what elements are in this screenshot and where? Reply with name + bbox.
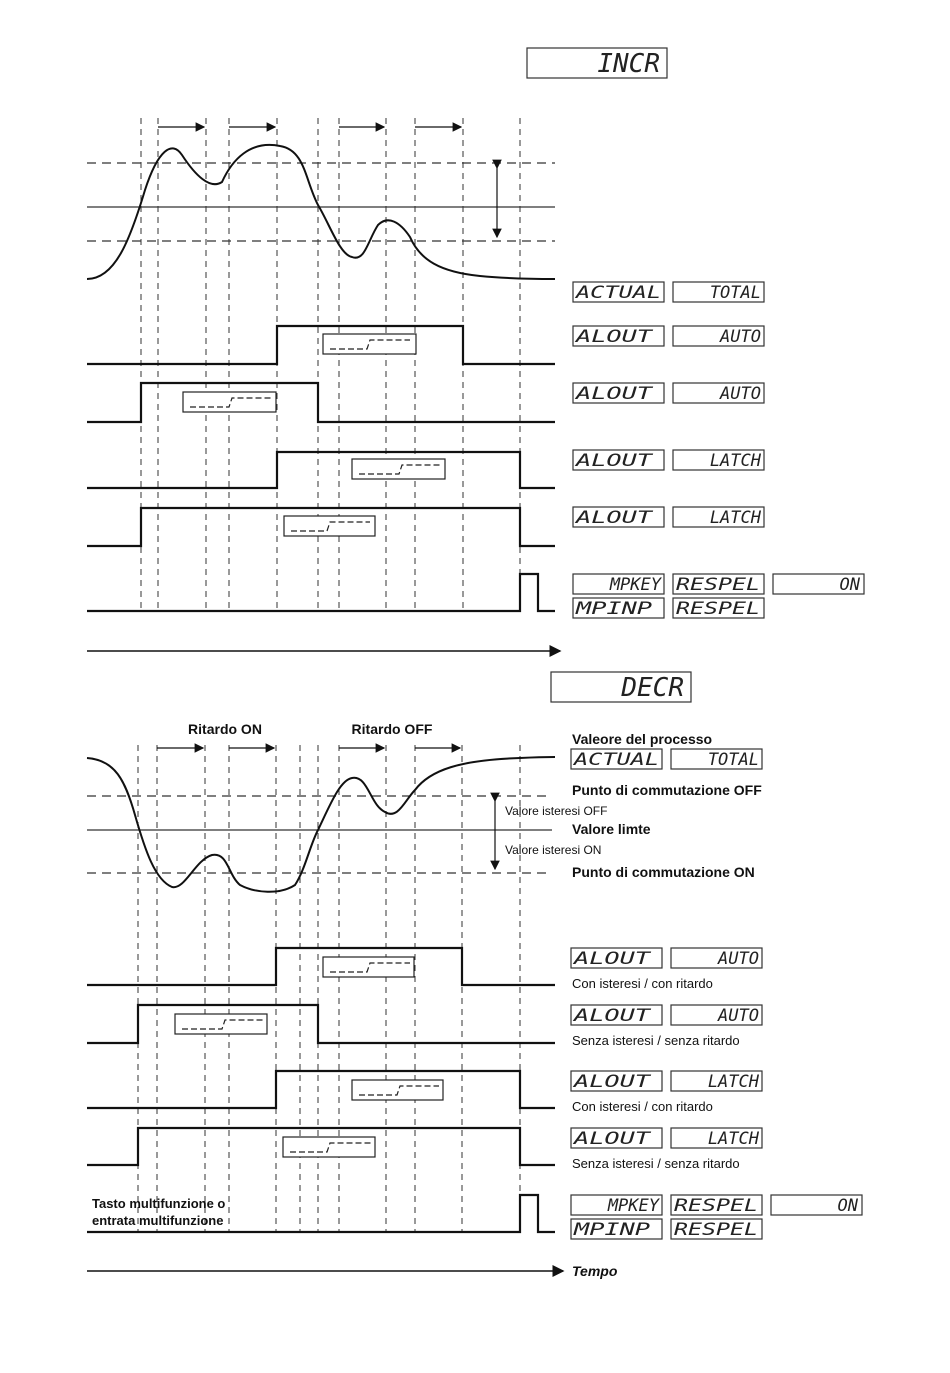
decr-process-curve — [86, 756, 556, 893]
svg-text:ALOUT: ALOUT — [575, 508, 655, 528]
incr-output-displays: ALOUT AUTO ALOUT AUTO ALOUT LATCH ALOUT … — [572, 325, 765, 528]
svg-text:ALOUT: ALOUT — [575, 451, 655, 471]
svg-text:MPINP: MPINP — [573, 1220, 650, 1240]
decr-output-displays: ALOUT AUTO Con isteresi / con ritardo AL… — [570, 947, 763, 1171]
output-caption-3: Con isteresi / con ritardo — [572, 1099, 713, 1114]
svg-text:ON: ON — [838, 1196, 859, 1216]
decr-mode-text: DECR — [620, 673, 684, 703]
svg-text:MPINP: MPINP — [575, 599, 652, 619]
output-caption-2: Senza isteresi / senza ritardo — [572, 1033, 740, 1048]
decr-process-value-display: ACTUAL TOTAL — [570, 748, 763, 770]
svg-text:ACTUAL: ACTUAL — [575, 283, 661, 303]
svg-text:ALOUT: ALOUT — [573, 1006, 653, 1026]
decr-reset-displays: MPKEY RESPEL ON MPINP RESPEL — [570, 1194, 863, 1240]
decr-section: DECR Ritardo ON Ritardo OFF — [86, 671, 863, 1279]
time-axis-label: Tempo — [572, 1263, 618, 1279]
hysteresis-on-label: Valore isteresi ON — [505, 843, 601, 857]
svg-text:LATCH: LATCH — [710, 508, 762, 528]
delay-on-label: Ritardo ON — [188, 721, 262, 737]
svg-text:ALOUT: ALOUT — [573, 1129, 653, 1149]
svg-text:ALOUT: ALOUT — [573, 1072, 653, 1092]
incr-mode-display: INCR — [526, 47, 668, 79]
svg-text:AUTO: AUTO — [719, 384, 761, 404]
incr-section: INCR — [86, 47, 865, 657]
incr-process-curve — [86, 143, 556, 280]
svg-text:AUTO: AUTO — [717, 1006, 759, 1026]
incr-delay-symbols — [182, 333, 446, 537]
hysteresis-off-label: Valore isteresi OFF — [505, 804, 607, 818]
svg-text:AUTO: AUTO — [717, 949, 759, 969]
svg-text:ALOUT: ALOUT — [575, 384, 655, 404]
svg-text:TOTAL: TOTAL — [710, 283, 761, 303]
incr-process-value-display: ACTUAL TOTAL — [572, 281, 765, 303]
limit-label: Valore limte — [572, 821, 651, 837]
svg-text:ALOUT: ALOUT — [575, 327, 655, 347]
svg-text:ON: ON — [840, 575, 861, 595]
decr-output-signals — [87, 946, 555, 1234]
output-caption-4: Senza isteresi / senza ritardo — [572, 1156, 740, 1171]
svg-text:ALOUT: ALOUT — [573, 949, 653, 969]
multifunction-label-2: entrata multifunzione — [92, 1213, 223, 1228]
svg-text:RESPEL: RESPEL — [676, 575, 760, 595]
decr-delay-symbols — [174, 956, 444, 1158]
svg-text:AUTO: AUTO — [719, 327, 761, 347]
delay-off-label: Ritardo OFF — [352, 721, 433, 737]
multifunction-label-1: Tasto multifunzione o — [92, 1196, 225, 1211]
incr-reset-displays: MPKEY RESPEL ON MPINP RESPEL — [572, 573, 865, 619]
svg-text:LATCH: LATCH — [710, 451, 762, 471]
process-value-label: Valeore del processo — [572, 731, 712, 747]
svg-text:LATCH: LATCH — [708, 1129, 760, 1149]
switch-on-label: Punto di commutazione ON — [572, 864, 755, 880]
incr-mode-text: INCR — [597, 49, 660, 79]
svg-text:RESPEL: RESPEL — [676, 599, 760, 619]
incr-output-signals — [87, 324, 555, 613]
svg-text:RESPEL: RESPEL — [674, 1196, 758, 1216]
svg-text:LATCH: LATCH — [708, 1072, 760, 1092]
output-caption-1: Con isteresi / con ritardo — [572, 976, 713, 991]
svg-text:RESPEL: RESPEL — [674, 1220, 758, 1240]
svg-text:MPKEY: MPKEY — [609, 575, 663, 595]
switch-off-label: Punto di commutazione OFF — [572, 782, 762, 798]
svg-text:ACTUAL: ACTUAL — [573, 750, 659, 770]
svg-text:TOTAL: TOTAL — [708, 750, 759, 770]
svg-text:MPKEY: MPKEY — [607, 1196, 661, 1216]
decr-mode-display: DECR — [550, 671, 692, 703]
decr-time-markers — [137, 745, 521, 1232]
